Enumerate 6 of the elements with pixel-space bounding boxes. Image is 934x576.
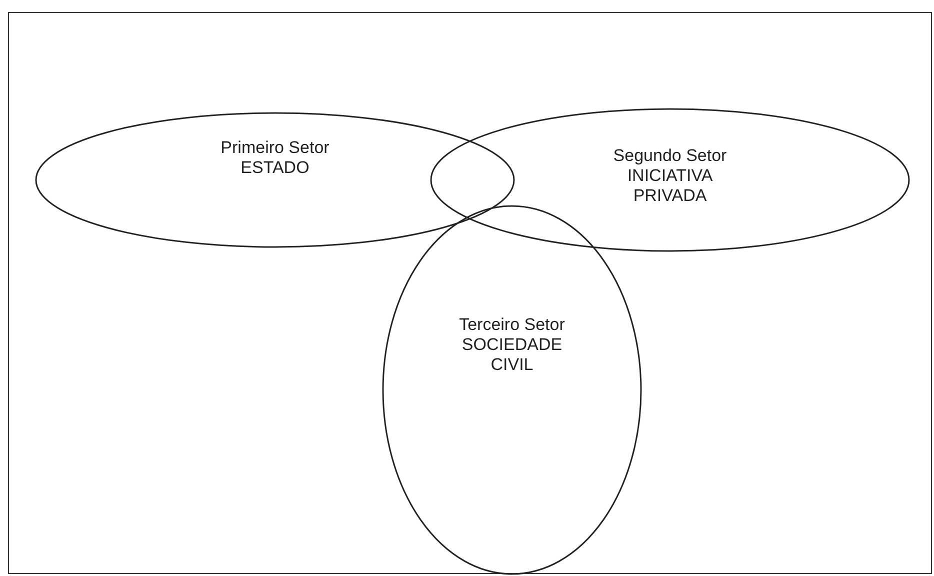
sector-label: INICIATIVA PRIVADA bbox=[626, 166, 714, 206]
sector-label: ESTADO bbox=[240, 158, 310, 178]
sector-title: Terceiro Setor bbox=[458, 315, 566, 335]
sector-label: SOCIEDADE CIVIL bbox=[460, 335, 564, 375]
sector-title: Primeiro Setor bbox=[220, 138, 330, 158]
sector-title: Segundo Setor bbox=[612, 146, 728, 166]
